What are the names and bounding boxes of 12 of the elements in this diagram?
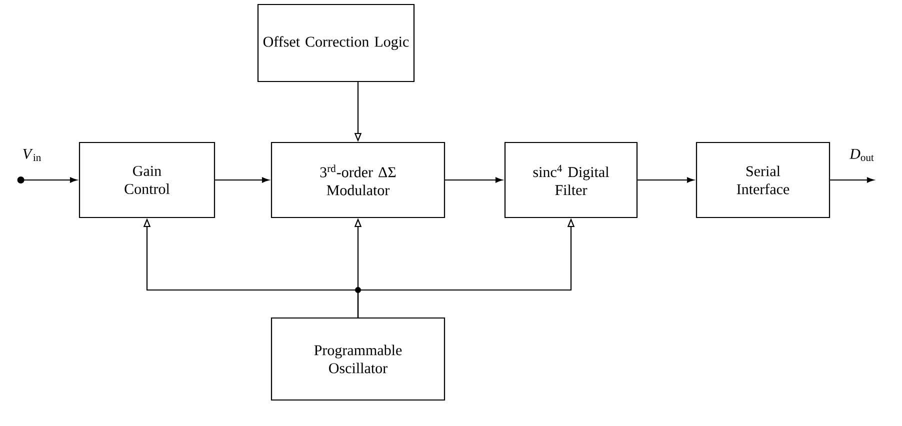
process-box: Programmable Oscillator xyxy=(270,317,446,401)
signal-label: V$_{in}$ xyxy=(23,149,41,161)
arrow xyxy=(445,177,502,183)
signal-label: D$_{out}$ xyxy=(849,148,874,162)
process-box: 3$^{rd}$-order ΔΣ Modulator xyxy=(270,142,446,218)
process-box: Gain Control xyxy=(78,142,216,218)
arrow xyxy=(830,177,874,183)
process-box: sinc$^{4}$ Digital Filter xyxy=(504,142,638,218)
arrow xyxy=(215,177,269,183)
process-box: Serial Interface xyxy=(696,142,830,218)
arrow xyxy=(638,177,694,183)
process-box: Offset Correction Logic xyxy=(257,4,415,82)
